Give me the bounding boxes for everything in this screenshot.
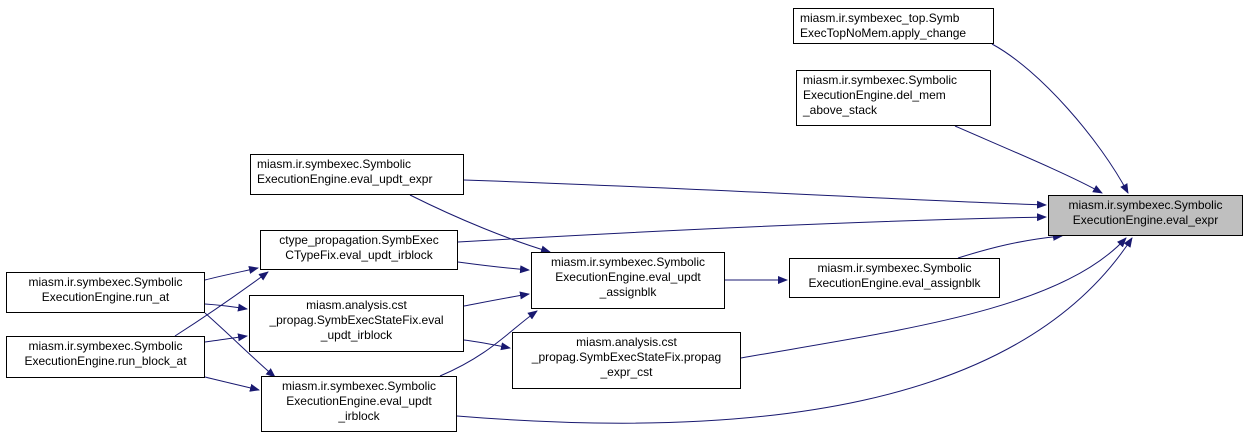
node-ctype-eval-updt-irblock[interactable]: ctype_propagation.SymbExec CTypeFix.eval… <box>260 230 458 270</box>
edge-runat-to-irblock <box>204 312 276 378</box>
node-del-mem-above-stack[interactable]: miasm.ir.symbexec.Symbolic ExecutionEngi… <box>796 70 991 126</box>
edge-runblock-to-cstfix <box>204 333 248 343</box>
edge-runat-to-cstfix <box>204 303 248 312</box>
node-run-at[interactable]: miasm.ir.symbexec.Symbolic ExecutionEngi… <box>6 272 205 313</box>
edge-apply-to-evalexpr <box>991 43 1129 194</box>
edge-irblock-to-assignblk <box>439 310 538 377</box>
edge-runat-to-ctype <box>204 266 259 281</box>
node-cst-propag-eval-updt-irblock[interactable]: miasm.analysis.cst _propag.SymbExecState… <box>249 295 464 352</box>
edge-runblock-to-irblock <box>204 376 260 392</box>
edge-irblock-to-evalexpr <box>456 237 1133 424</box>
node-apply-change[interactable]: miasm.ir.symbexec_top.Symb ExecTopNoMem.… <box>793 8 994 44</box>
edge-evalassign-to-evalexpr <box>957 232 1063 259</box>
edge-ctype-to-evalexpr <box>457 213 1047 243</box>
node-eval-updt-irblock[interactable]: miasm.ir.symbexec.Symbolic ExecutionEngi… <box>261 376 457 432</box>
edge-cstfix-to-assignblk <box>463 291 530 307</box>
node-propag-expr-cst[interactable]: miasm.analysis.cst _propag.SymbExecState… <box>512 332 741 389</box>
edge-delmem-to-evalexpr <box>954 125 1103 194</box>
node-eval-updt-assignblk[interactable]: miasm.ir.symbexec.Symbolic ExecutionEngi… <box>531 252 725 309</box>
node-eval-assignblk[interactable]: miasm.ir.symbexec.Symbolic ExecutionEngi… <box>789 258 1000 298</box>
edge-ctype-to-assignblk <box>457 261 530 274</box>
node-eval-expr[interactable]: miasm.ir.symbexec.Symbolic ExecutionEngi… <box>1048 195 1243 236</box>
node-eval-updt-expr[interactable]: miasm.ir.symbexec.Symbolic ExecutionEngi… <box>250 154 464 195</box>
edge-updtexpr-to-assignblk <box>409 194 551 254</box>
node-run-block-at[interactable]: miasm.ir.symbexec.Symbolic ExecutionEngi… <box>6 336 205 378</box>
edge-runblock-to-ctype <box>174 271 269 337</box>
edge-propag-to-evalexpr <box>740 237 1127 359</box>
edge-cstfix-to-propag <box>463 339 511 351</box>
edge-updtexpr-to-evalexpr <box>463 179 1047 209</box>
